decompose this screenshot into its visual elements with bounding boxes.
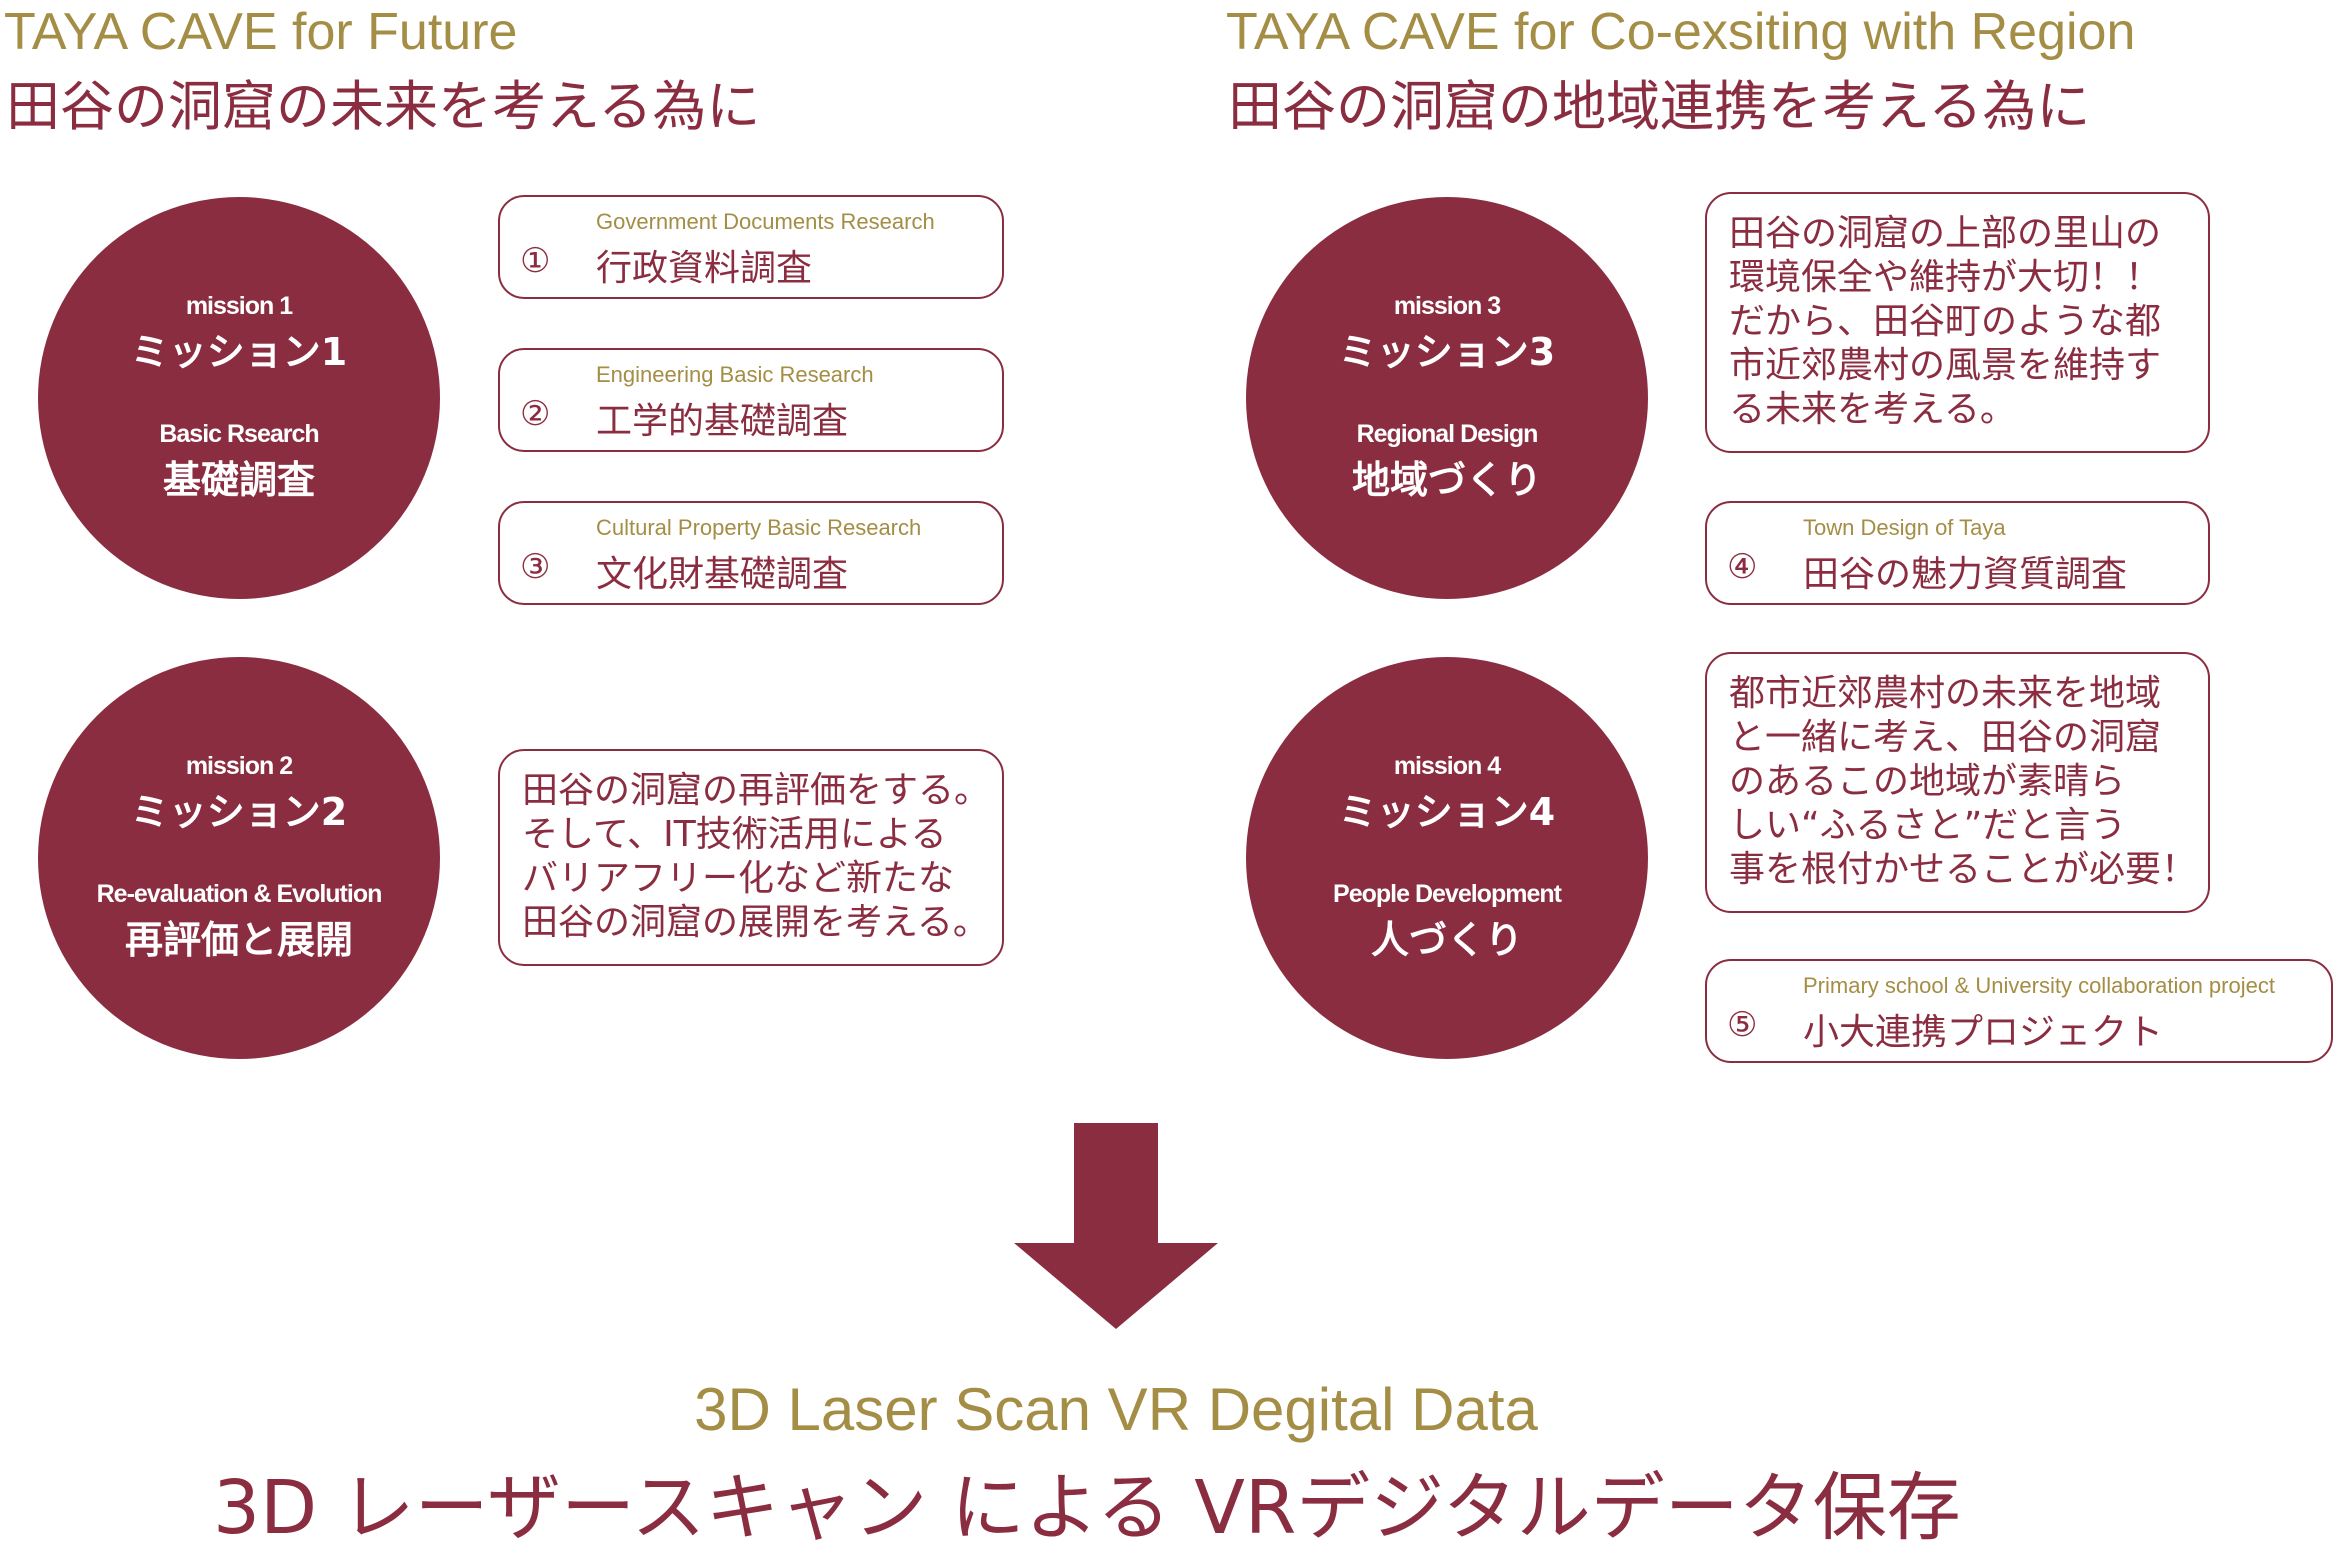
mission-2-description: 田谷の洞窟の再評価をする。 そして、IT技術活用による バリアフリー化など新たな… <box>522 770 991 943</box>
box-title: 小大連携プロジェクト <box>1803 1012 2164 1053</box>
research-box-3: Cultural Property Basic Research ③ 文化財基礎… <box>498 501 1004 605</box>
right-title-jp: 田谷の洞窟の地域連携を考える為に <box>1228 75 2091 138</box>
mission-theme-en: Basic Rsearch <box>159 420 319 448</box>
box-subtitle: Primary school & University collaboratio… <box>1803 973 2275 998</box>
box-title: 田谷の魅力資質調査 <box>1803 554 2128 595</box>
box-title: 行政資料調査 <box>596 248 813 289</box>
left-title-en: TAYA CAVE for Future <box>4 3 518 61</box>
mission-2-circle: mission 2 ミッション2 Re-evaluation & Evoluti… <box>38 657 440 1059</box>
mission-label-en: mission 1 <box>185 292 293 320</box>
mission-theme-en: Re-evaluation & Evolution <box>96 880 383 908</box>
mission-3-circle: mission 3 ミッション3 Regional Design 地域づくり <box>1246 197 1648 599</box>
result-title-en: 3D Laser Scan VR Degital Data <box>694 1376 1538 1443</box>
box-title: 文化財基礎調査 <box>596 554 849 595</box>
box-subtitle: Engineering Basic Research <box>596 362 874 387</box>
research-box-5: Primary school & University collaboratio… <box>1705 959 2333 1063</box>
down-arrow-shaft <box>1074 1123 1158 1245</box>
mission-4-description: 都市近郊農村の未来を地域 と一緒に考え、田谷の洞窟 のあるこの地域が素晴ら しい… <box>1729 673 2198 890</box>
box-number: ④ <box>1727 547 1758 587</box>
box-number: ① <box>520 241 551 281</box>
box-number: ⑤ <box>1727 1005 1758 1045</box>
mission-theme-jp: 再評価と展開 <box>124 918 353 962</box>
mission-1-circle: mission 1 ミッション1 Basic Rsearch 基礎調査 <box>38 197 440 599</box>
mission-label-jp: ミッション3 <box>1338 330 1556 374</box>
mission-label-jp: ミッション2 <box>130 790 348 834</box>
box-number: ② <box>520 394 551 434</box>
research-box-1: Government Documents Research ① 行政資料調査 <box>498 195 1004 299</box>
down-arrow-icon <box>1014 1243 1218 1329</box>
mission-2-description-box: 田谷の洞窟の再評価をする。 そして、IT技術活用による バリアフリー化など新たな… <box>498 749 1004 966</box>
mission-label-jp: ミッション4 <box>1338 790 1556 834</box>
mission-3-description: 田谷の洞窟の上部の里山の 環境保全や維持が大切！！ だから、田谷町のような都 市… <box>1729 213 2162 430</box>
mission-3-description-box: 田谷の洞窟の上部の里山の 環境保全や維持が大切！！ だから、田谷町のような都 市… <box>1705 192 2210 453</box>
mission-theme-en: Regional Design <box>1356 420 1539 448</box>
box-subtitle: Cultural Property Basic Research <box>596 515 922 540</box>
research-box-2: Engineering Basic Research ② 工学的基礎調査 <box>498 348 1004 452</box>
mission-4-circle: mission 4 ミッション4 People Development 人づくり <box>1246 657 1648 1059</box>
mission-label-jp: ミッション1 <box>130 330 348 374</box>
mission-4-description-box: 都市近郊農村の未来を地域 と一緒に考え、田谷の洞窟 のあるこの地域が素晴ら しい… <box>1705 652 2210 913</box>
mission-label-en: mission 2 <box>185 752 293 780</box>
mission-label-en: mission 4 <box>1393 752 1501 780</box>
result-title-jp: 3D レーザースキャン による VRデジタルデータ保存 <box>213 1465 1961 1551</box>
box-title: 工学的基礎調査 <box>596 401 849 442</box>
box-subtitle: Town Design of Taya <box>1803 515 2006 540</box>
right-title-en: TAYA CAVE for Co-exsiting with Region <box>1226 3 2136 61</box>
mission-theme-jp: 基礎調査 <box>162 458 315 502</box>
mission-theme-jp: 地域づくり <box>1351 458 1542 502</box>
mission-label-en: mission 3 <box>1393 292 1501 320</box>
box-number: ③ <box>520 547 551 587</box>
mission-theme-jp: 人づくり <box>1370 918 1523 962</box>
box-subtitle: Government Documents Research <box>596 209 935 234</box>
mission-theme-en: People Development <box>1333 880 1562 908</box>
research-box-4: Town Design of Taya ④ 田谷の魅力資質調査 <box>1705 501 2210 605</box>
left-title-jp: 田谷の洞窟の未来を考える為に <box>6 75 761 138</box>
